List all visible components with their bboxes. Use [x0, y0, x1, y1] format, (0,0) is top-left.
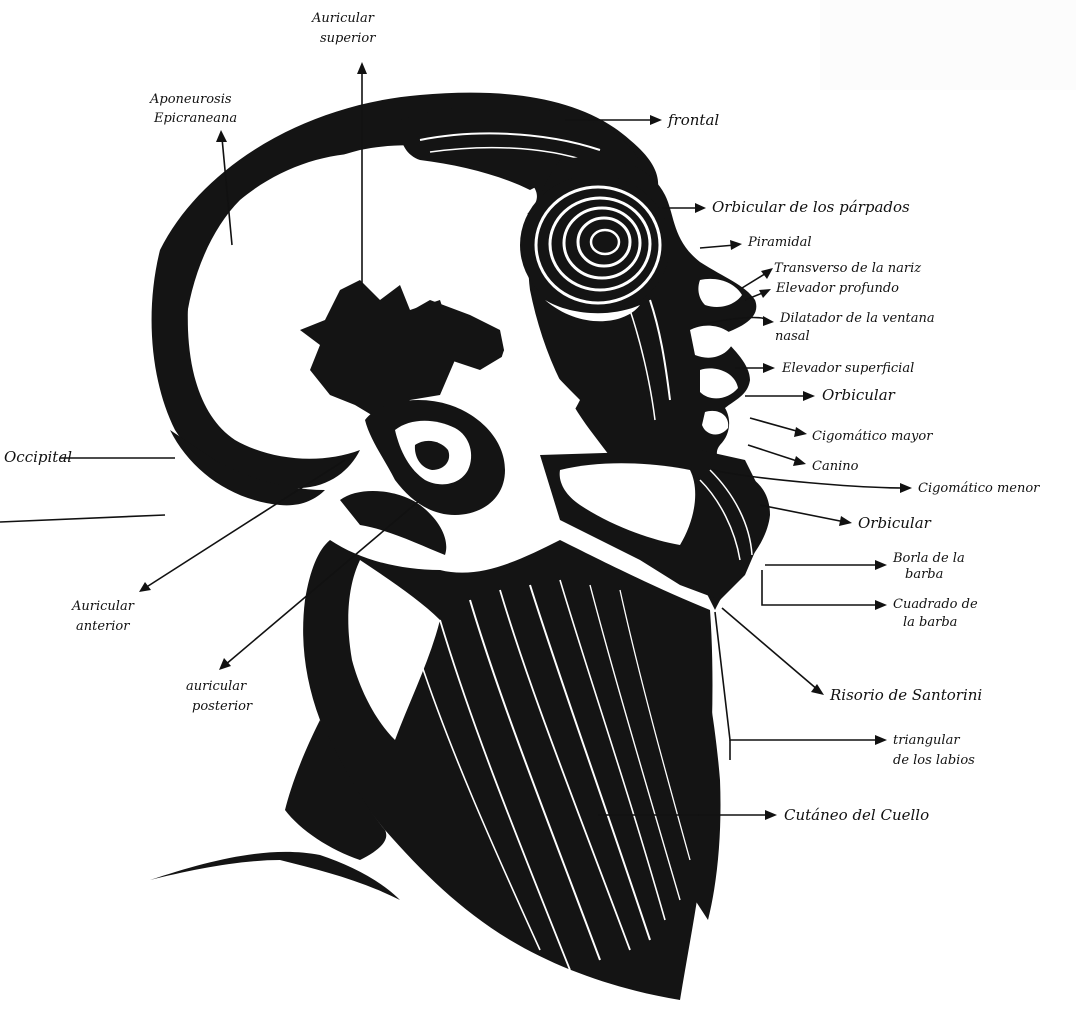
label-cigomatico-mayor: Cigomático mayor — [812, 429, 933, 444]
label-auricular-anterior-2: anterior — [76, 619, 130, 634]
label-elevador-superficial: Elevador superficial — [781, 361, 914, 376]
label-piramidal: Piramidal — [747, 235, 812, 250]
label-orbicular-parpados: Orbicular de los párpados — [712, 198, 910, 216]
label-aponeurosis-1: Aponeurosis — [149, 92, 232, 107]
label-risorio: Risorio de Santorini — [829, 686, 982, 704]
label-triangular-2: de los labios — [893, 753, 975, 768]
ear — [340, 400, 505, 555]
label-occipital: Occipital — [4, 448, 72, 466]
label-auricular-superior-2: superior — [320, 31, 376, 46]
label-borla-1: Borla de la — [892, 551, 965, 566]
label-cutaneo: Cutáneo del Cuello — [784, 806, 929, 824]
label-orbicular-1: Orbicular — [822, 386, 896, 404]
label-cuadrado-2: la barba — [903, 615, 957, 630]
neck-platysma — [150, 540, 712, 1000]
label-dilatador-1: Dilatador de la ventana — [779, 311, 935, 326]
label-elevador-profundo: Elevador profundo — [775, 281, 899, 296]
label-dilatador-2: nasal — [775, 329, 810, 344]
label-frontal: frontal — [667, 111, 719, 129]
paper-texture — [820, 0, 1076, 90]
label-orbicular-2: Orbicular — [858, 514, 932, 532]
label-auricular-anterior-1: Auricular — [71, 599, 135, 614]
label-auricular-posterior-2: posterior — [192, 699, 253, 714]
label-transverso: Transverso de la nariz — [774, 261, 921, 276]
label-cuadrado-1: Cuadrado de — [893, 597, 978, 612]
label-canino: Canino — [812, 459, 859, 474]
label-aponeurosis-2: Epicraneana — [153, 111, 237, 126]
label-triangular-1: triangular — [893, 733, 960, 748]
label-auricular-superior-1: Auricular — [311, 11, 375, 26]
label-borla-2: barba — [905, 567, 943, 582]
label-auricular-posterior-1: auricular — [186, 679, 247, 694]
label-cigomatico-menor: Cigomático menor — [918, 481, 1040, 496]
